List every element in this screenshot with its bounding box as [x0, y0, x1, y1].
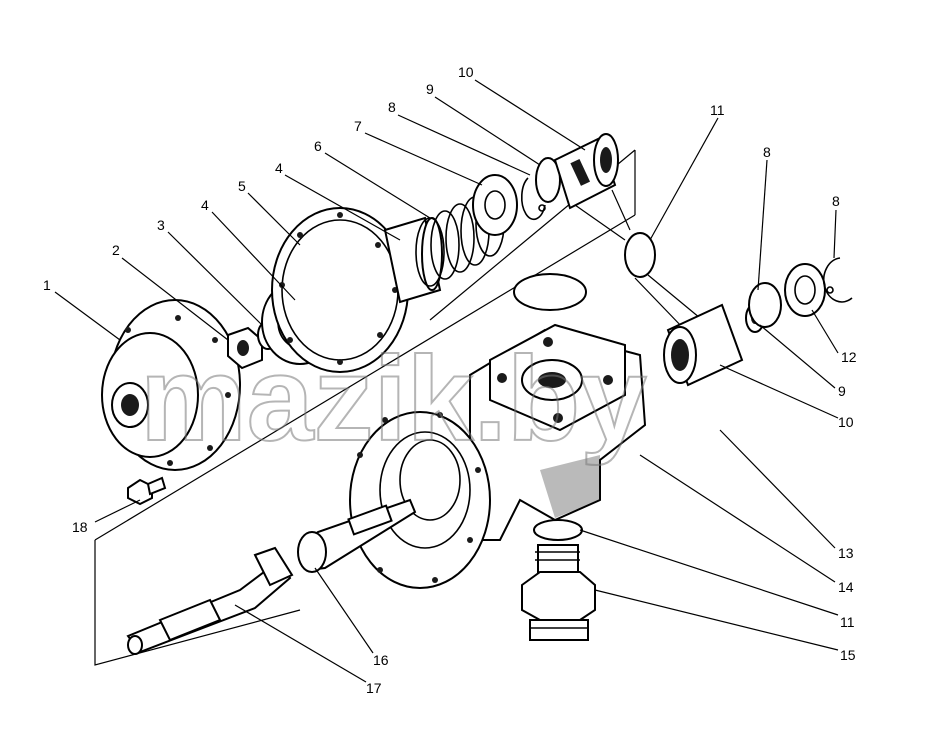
part-8-retaining-ring-top: [520, 177, 546, 221]
callout-18: 18: [72, 519, 88, 535]
callout-10b: 10: [838, 414, 854, 430]
part-12-cap: [784, 263, 826, 317]
callout-4a: 4: [201, 197, 209, 213]
part-15-fitting: [521, 544, 596, 641]
callout-11a: 11: [710, 102, 725, 118]
callout-6: 6: [314, 138, 322, 154]
callout-13: 13: [838, 545, 854, 561]
callout-12: 12: [841, 349, 857, 365]
callout-8c: 8: [832, 193, 840, 209]
callout-3: 3: [157, 217, 165, 233]
callout-16: 16: [373, 652, 389, 668]
callout-8a: 8: [388, 99, 396, 115]
callout-7: 7: [354, 118, 362, 134]
part-11-o-ring-large: [513, 273, 587, 311]
part-11-o-ring-bottom: [533, 519, 583, 541]
part-11-o-ring-top: [574, 189, 701, 331]
callout-17: 17: [366, 680, 382, 696]
watermark: mazik.by: [140, 332, 647, 466]
callout-14: 14: [838, 579, 854, 595]
callout-11b: 11: [840, 614, 855, 630]
part-9-ring-top: [535, 157, 561, 203]
callout-labels: 1 2 3 4 5 4 6 7 8 9 10 11 8 8 12 9 10 13…: [43, 64, 857, 696]
callout-2: 2: [112, 242, 120, 258]
part-2-nut: [227, 326, 263, 370]
part-8-ring-right: [748, 282, 782, 328]
housing-flange: [349, 411, 491, 589]
callout-4b: 4: [275, 160, 283, 176]
part-14-housing: [469, 323, 647, 541]
leader-lines: [54, 79, 839, 683]
part-7-spring-seat: [472, 174, 518, 236]
callout-1: 1: [43, 277, 51, 293]
callout-10a: 10: [458, 64, 474, 80]
part-17-lever-shaft: [126, 546, 294, 655]
callout-9b: 9: [838, 383, 846, 399]
part-16-shaft: [297, 498, 417, 573]
callout-8b: 8: [763, 144, 771, 160]
callout-9a: 9: [426, 81, 434, 97]
callout-5: 5: [238, 178, 246, 194]
part-10-valve-body-top: [553, 133, 619, 210]
part-8-snap-ring-right: [823, 257, 853, 303]
part-18-bolt: [127, 476, 167, 506]
callout-15: 15: [840, 647, 856, 663]
part-1-front-cover: [101, 299, 241, 471]
assembly-frame: [94, 149, 636, 666]
part-10-valve-body-right: [663, 303, 744, 387]
